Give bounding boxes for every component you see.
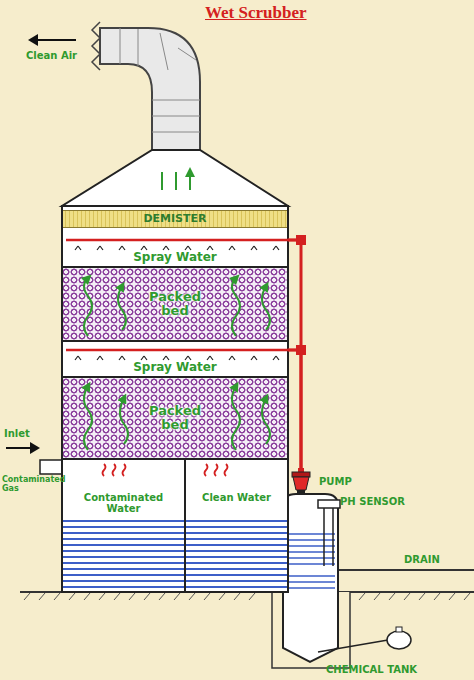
annotation-label: Inlet bbox=[4, 428, 30, 439]
spray-nozzles bbox=[75, 246, 279, 250]
packed-bed: Packed bed bbox=[62, 266, 288, 342]
ground-hatch bbox=[24, 593, 470, 600]
annotation-label: DRAIN bbox=[404, 554, 440, 565]
gas-flow-arrow bbox=[262, 286, 270, 330]
annotation-label: CHEMICAL TANK bbox=[326, 664, 417, 675]
node-text: Packed bed bbox=[139, 404, 211, 433]
feed-pipe bbox=[288, 350, 301, 468]
arrow-head bbox=[30, 442, 40, 454]
chemical-feed-line bbox=[318, 640, 388, 652]
gas-flow-arrow bbox=[118, 286, 126, 330]
chemical-tank bbox=[387, 631, 411, 649]
demister-band: DEMISTER bbox=[62, 210, 288, 228]
node-text: Spray Water bbox=[133, 361, 217, 374]
tank-cap bbox=[396, 627, 402, 632]
annotation-label: Contaminated Gas bbox=[2, 476, 62, 494]
gas-flow-arrow bbox=[120, 398, 128, 444]
pump-label: PUMP bbox=[319, 476, 352, 487]
gas-flow-arrows bbox=[162, 172, 190, 190]
ph-sensor-probe bbox=[324, 508, 333, 566]
spray-nozzles bbox=[75, 356, 279, 360]
exhaust-duct bbox=[100, 28, 200, 152]
tower-body bbox=[62, 206, 288, 592]
node-text: Spray Water bbox=[133, 251, 217, 264]
node-text: Packed bed bbox=[139, 290, 211, 319]
annotation-label: PH SENSOR bbox=[340, 496, 405, 507]
duct-ribs bbox=[120, 28, 200, 132]
sump-partition bbox=[184, 460, 186, 592]
diagram-title: Wet Scrubber bbox=[205, 3, 307, 23]
tower-outline bbox=[62, 206, 288, 592]
node-text: Clean Water bbox=[202, 492, 271, 503]
arrow-head bbox=[28, 34, 38, 46]
node-text: Contaminated Water bbox=[69, 492, 179, 514]
pump-reservoir bbox=[283, 494, 338, 662]
clean-water-sump: Clean Water bbox=[185, 460, 288, 592]
clean-air-arrow bbox=[34, 39, 76, 41]
packed-bed: Packed bed bbox=[62, 376, 288, 460]
gas-flow-arrow bbox=[232, 278, 240, 336]
gas-flow-arrow bbox=[84, 278, 92, 336]
pump: PUMP bbox=[289, 468, 313, 494]
gas-flow-arrow bbox=[262, 398, 270, 444]
drain-pipe bbox=[338, 569, 474, 571]
gas-flow-arrow bbox=[84, 386, 92, 450]
gas-flow-arrow bbox=[232, 386, 240, 450]
pump-symbol bbox=[289, 468, 313, 494]
inlet-arrow bbox=[6, 447, 34, 449]
reservoir-water bbox=[286, 534, 335, 588]
feed-pipe bbox=[288, 240, 301, 468]
spray-header bbox=[66, 240, 301, 350]
vapour-marks bbox=[103, 464, 228, 476]
node-text: DEMISTER bbox=[143, 213, 206, 225]
duct-mouth bbox=[92, 22, 100, 70]
contaminated-water-sump: Contaminated Water bbox=[62, 460, 185, 592]
inlet-duct bbox=[40, 460, 62, 474]
annotation-label: Clean Air bbox=[26, 50, 77, 61]
hood bbox=[62, 150, 288, 206]
ph-sensor-head bbox=[318, 500, 340, 508]
